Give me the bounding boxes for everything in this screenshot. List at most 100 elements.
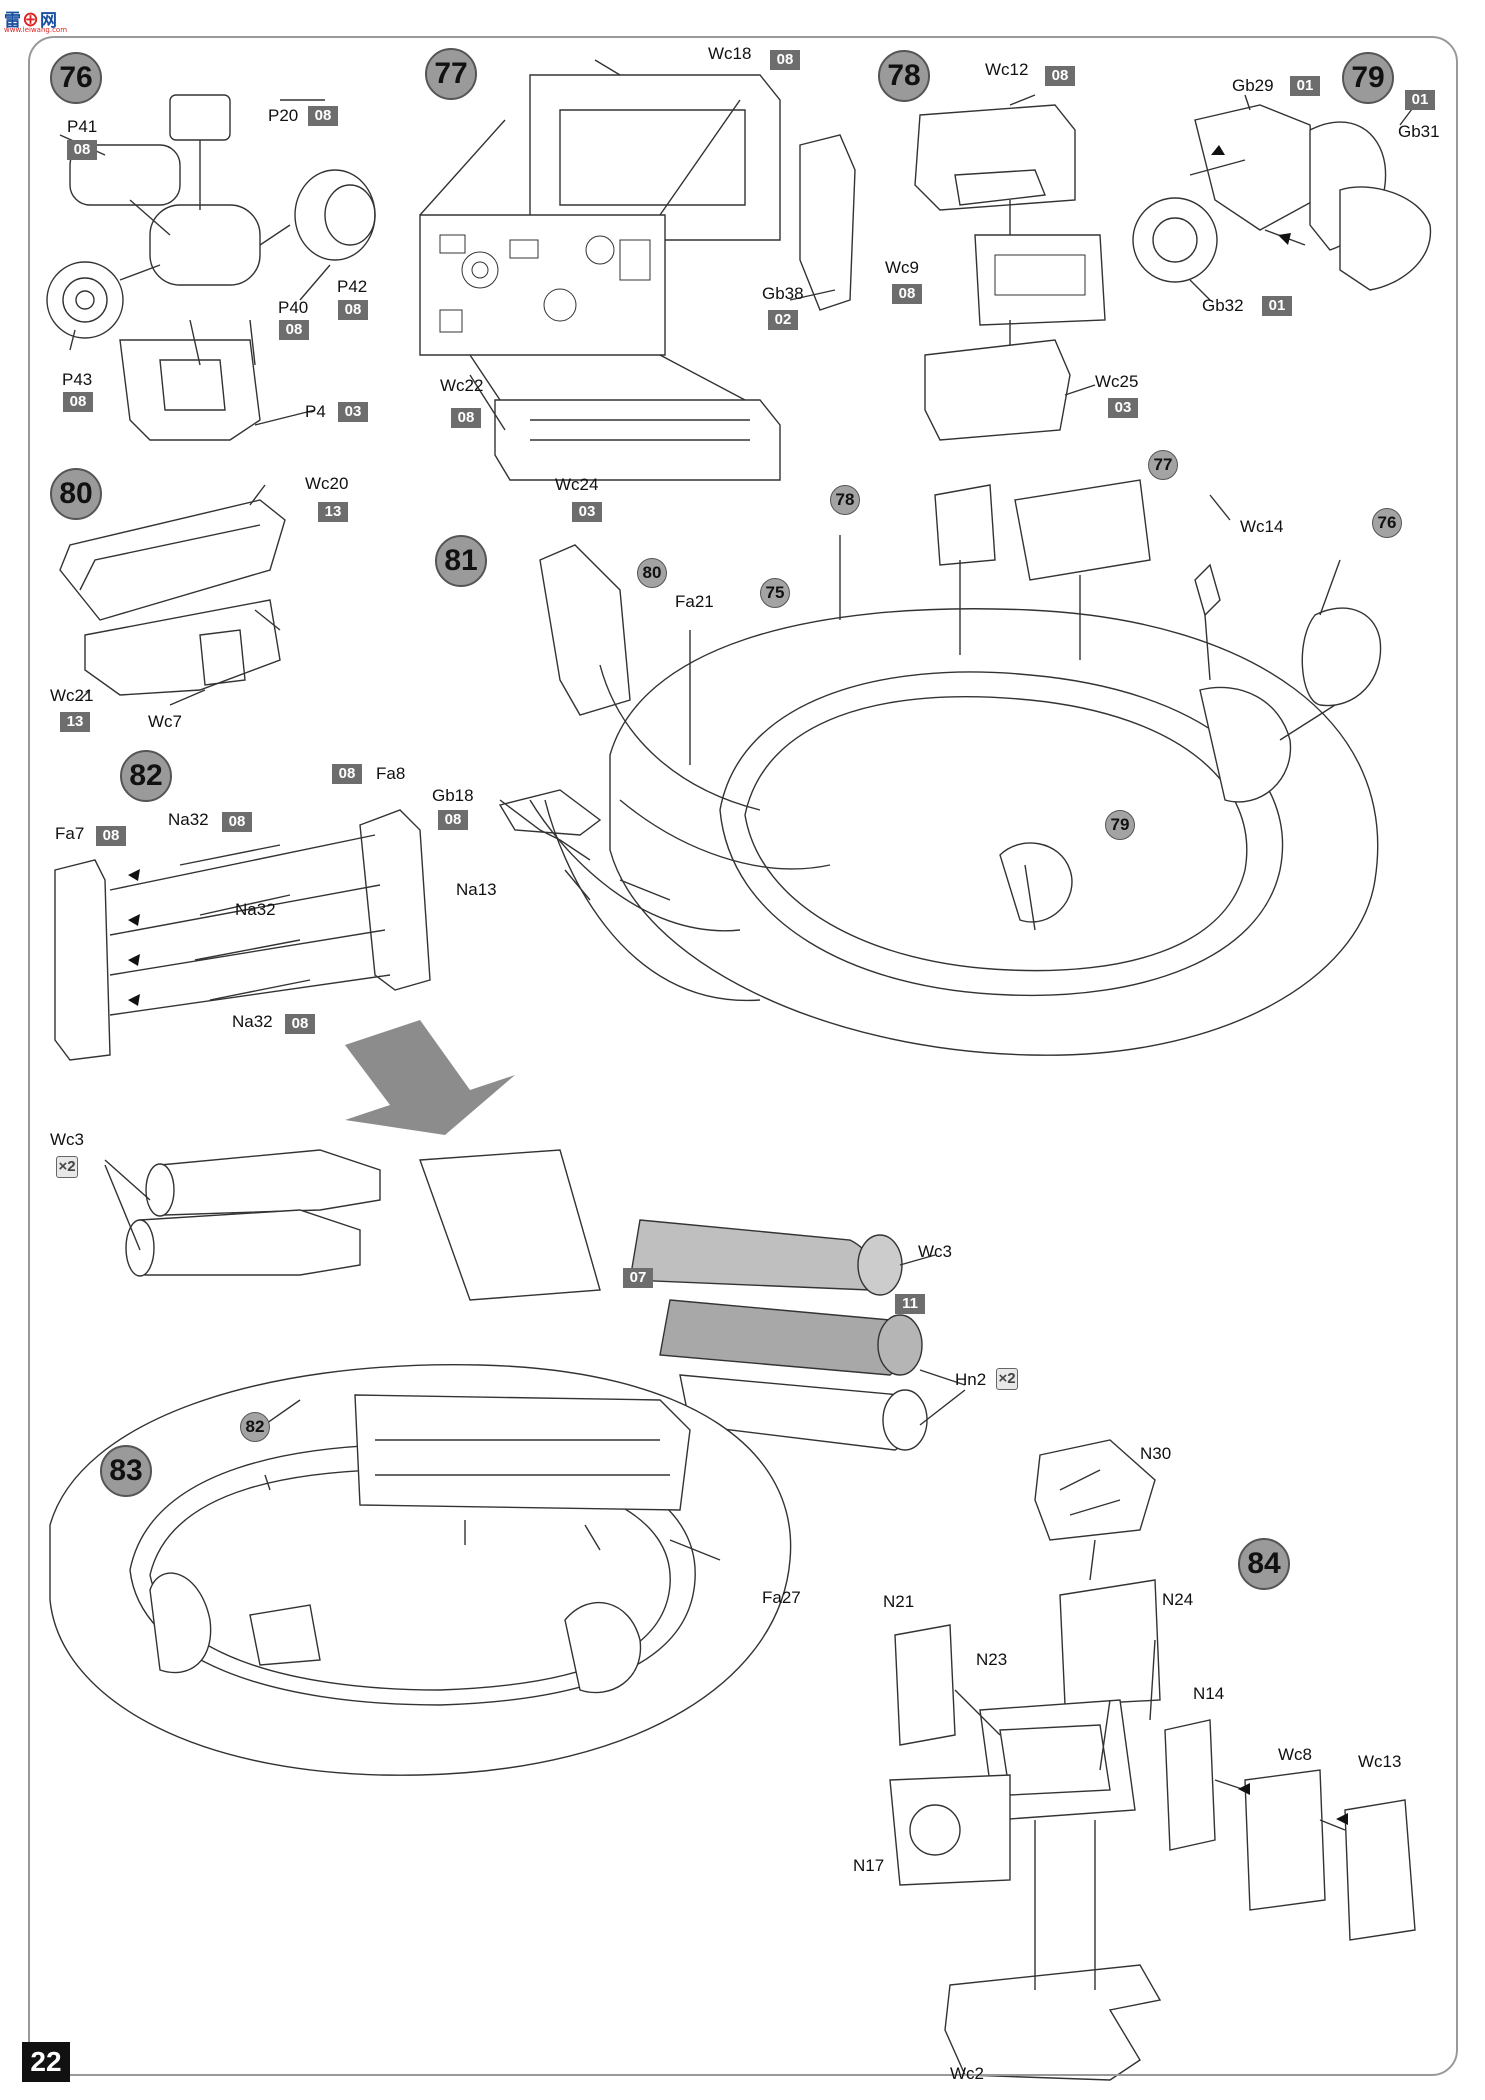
- label-wc20: Wc20: [305, 474, 349, 493]
- badge-p43: 08: [63, 392, 93, 412]
- ref-step-77: 77: [1148, 450, 1178, 480]
- label-fa7: Fa7: [55, 824, 85, 843]
- label-n30: N30: [1140, 1444, 1172, 1463]
- step-number-81: 81: [435, 535, 487, 587]
- step-number-84: 84: [1238, 1538, 1290, 1590]
- label-wc2: Wc2: [950, 2064, 984, 2083]
- step-number-80: 80: [50, 468, 102, 520]
- badge-wc22: 08: [451, 408, 481, 428]
- badge-gb32: 01: [1262, 296, 1292, 316]
- multiplier-wc3: ×2: [56, 1156, 78, 1178]
- badge-wc20: 13: [318, 502, 348, 522]
- label-n21: N21: [883, 1592, 915, 1611]
- multiplier-hn2: ×2: [996, 1368, 1018, 1390]
- label-n24: N24: [1162, 1590, 1194, 1609]
- label-p42: P42: [337, 277, 368, 296]
- badge-p40: 08: [279, 320, 309, 340]
- label-n17: N17: [853, 1856, 885, 1875]
- label-wc25: Wc25: [1095, 372, 1139, 391]
- label-gb31: Gb31: [1398, 122, 1440, 141]
- step78-parts: [914, 94, 1106, 441]
- label-wc14: Wc14: [1240, 517, 1284, 536]
- ref-step-78: 78: [830, 485, 860, 515]
- ref-step-75: 75: [760, 578, 790, 608]
- badge-wc12: 08: [1045, 66, 1075, 86]
- badge-11: 11: [895, 1294, 925, 1314]
- badge-wc18: 08: [770, 50, 800, 70]
- label-wc3-right: Wc3: [918, 1242, 952, 1261]
- label-fa21: Fa21: [675, 592, 714, 611]
- badge-na32-top: 08: [222, 812, 252, 832]
- label-n23: N23: [976, 1650, 1008, 1669]
- label-wc18: Wc18: [708, 44, 752, 63]
- ref-step-79: 79: [1105, 810, 1135, 840]
- label-na32-mid: Na32: [235, 900, 276, 919]
- step-number-83: 83: [100, 1445, 152, 1497]
- step-number-78: 78: [878, 50, 930, 102]
- label-wc9: Wc9: [885, 258, 919, 277]
- badge-gb18: 08: [438, 810, 468, 830]
- label-wc8: Wc8: [1278, 1745, 1312, 1764]
- label-p43: P43: [62, 370, 93, 389]
- badge-wc25: 03: [1108, 398, 1138, 418]
- badge-fa7: 08: [96, 826, 126, 846]
- badge-p4: 03: [338, 402, 368, 422]
- badge-fa8: 08: [332, 764, 362, 784]
- ammo-rack-assembly: [104, 1149, 966, 1451]
- badge-07: 07: [623, 1268, 653, 1288]
- badge-p42: 08: [338, 300, 368, 320]
- badge-na32-bottom: 08: [285, 1014, 315, 1034]
- label-fa8: Fa8: [376, 764, 406, 783]
- step-number-79: 79: [1342, 52, 1394, 104]
- label-gb29: Gb29: [1232, 76, 1274, 95]
- step-number-76: 76: [50, 52, 102, 104]
- badge-wc9: 08: [892, 284, 922, 304]
- label-na32-bottom: Na32: [232, 1012, 273, 1031]
- label-na32-top: Na32: [168, 810, 209, 829]
- page-frame: [28, 36, 1458, 2076]
- label-wc13: Wc13: [1358, 1752, 1402, 1771]
- ref-step-82: 82: [240, 1412, 270, 1442]
- step83-turret: [49, 1364, 792, 1776]
- label-hn2: Hn2: [955, 1370, 987, 1389]
- step84-parts: [889, 1439, 1416, 2081]
- label-p20: P20: [268, 106, 299, 125]
- watermark-logo: 雷⊕网 www.leiwang.com: [4, 4, 68, 38]
- step-number-77: 77: [425, 48, 477, 100]
- arrowheads: [128, 145, 1348, 1825]
- label-wc12: Wc12: [985, 60, 1029, 79]
- watermark-text: 雷⊕网: [4, 11, 58, 30]
- label-p41: P41: [67, 117, 98, 136]
- step-number-82: 82: [120, 750, 172, 802]
- badge-gb29: 01: [1290, 76, 1320, 96]
- label-wc3-left: Wc3: [50, 1130, 84, 1149]
- label-fa27: Fa27: [762, 1588, 801, 1607]
- badge-gb38: 02: [768, 310, 798, 330]
- badge-step79: 01: [1405, 90, 1435, 110]
- label-wc21: Wc21: [50, 686, 94, 705]
- label-wc7: Wc7: [148, 712, 182, 731]
- label-p4: P4: [305, 402, 326, 421]
- step82-rack: [54, 799, 671, 1061]
- badge-p20: 08: [308, 106, 338, 126]
- page-number: 22: [22, 2042, 70, 2082]
- step76-parts: [46, 94, 376, 441]
- label-n14: N14: [1193, 1684, 1225, 1703]
- step79-parts: [1132, 94, 1432, 301]
- label-wc24: Wc24: [555, 475, 599, 494]
- badge-wc21: 13: [60, 712, 90, 732]
- label-p40: P40: [278, 298, 309, 317]
- step81-turret-ring: [498, 479, 1382, 1056]
- watermark-url: www.leiwang.com: [4, 26, 68, 34]
- ref-step-76: 76: [1372, 508, 1402, 538]
- badge-p41: 08: [67, 140, 97, 160]
- direction-arrow: [345, 1020, 515, 1135]
- label-gb38: Gb38: [762, 284, 804, 303]
- step77-parts: [419, 59, 856, 481]
- label-na13: Na13: [456, 880, 497, 899]
- step80-parts: [59, 484, 286, 706]
- label-gb32: Gb32: [1202, 296, 1244, 315]
- ref-step-80: 80: [637, 558, 667, 588]
